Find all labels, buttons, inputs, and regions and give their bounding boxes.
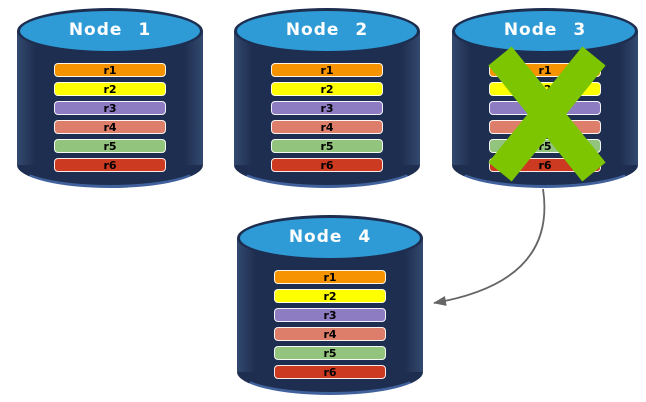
record-list: r1 r2 r3 r4 r5 r6: [271, 63, 383, 172]
record-label: r3: [323, 308, 337, 322]
record-r1: r1: [271, 63, 383, 77]
record-r4: r4: [54, 120, 166, 134]
record-label: r2: [320, 82, 334, 96]
node-3-cylinder: Node 3 r1 r2 r3 r4 r5 r6: [452, 8, 638, 188]
record-r6: r6: [274, 365, 386, 379]
record-r2: r2: [271, 82, 383, 96]
record-label: r2: [103, 82, 117, 96]
node-title: Node 1: [68, 20, 152, 40]
record-r5: r5: [274, 346, 386, 360]
record-r1: r1: [274, 270, 386, 284]
record-r6: r6: [271, 158, 383, 172]
record-r6: r6: [54, 158, 166, 172]
cylinder-top: Node 3: [452, 8, 638, 54]
cylinder-top: Node 1: [17, 8, 203, 54]
node-1-cylinder: Node 1 r1 r2 r3 r4 r5 r6: [17, 8, 203, 188]
record-label: r3: [320, 101, 334, 115]
cylinder-top: Node 4: [237, 215, 423, 261]
record-label: r5: [320, 139, 334, 153]
record-r4: r4: [271, 120, 383, 134]
record-label: r6: [103, 158, 117, 172]
cylinder-top: Node 2: [234, 8, 420, 54]
record-label: r1: [103, 63, 117, 77]
record-r5: r5: [54, 139, 166, 153]
node-title: Node 4: [288, 227, 372, 247]
record-label: r5: [103, 139, 117, 153]
record-list: r1 r2 r3 r4 r5 r6: [54, 63, 166, 172]
record-label: r5: [538, 139, 552, 153]
record-label: r6: [320, 158, 334, 172]
record-r2: r2: [274, 289, 386, 303]
record-r5: r5: [271, 139, 383, 153]
record-label: r4: [103, 120, 117, 134]
record-label: r2: [323, 289, 337, 303]
node-title: Node 3: [503, 20, 587, 40]
record-label: r1: [538, 63, 552, 77]
record-label: r6: [538, 158, 552, 172]
record-r3: r3: [271, 101, 383, 115]
node-4-cylinder: Node 4 r1 r2 r3 r4 r5 r6: [237, 215, 423, 395]
failure-x-icon: [488, 46, 606, 182]
record-label: r5: [323, 346, 337, 360]
record-label: r1: [320, 63, 334, 77]
record-r3: r3: [274, 308, 386, 322]
record-label: r1: [323, 270, 337, 284]
node-2-cylinder: Node 2 r1 r2 r3 r4 r5 r6: [234, 8, 420, 188]
record-label: r3: [103, 101, 117, 115]
record-r3: r3: [54, 101, 166, 115]
record-label: r4: [320, 120, 334, 134]
record-r1: r1: [54, 63, 166, 77]
record-r4: r4: [274, 327, 386, 341]
record-list: r1 r2 r3 r4 r5 r6: [274, 270, 386, 379]
record-r2: r2: [54, 82, 166, 96]
record-label: r4: [323, 327, 337, 341]
node-title: Node 2: [285, 20, 369, 40]
record-label: r6: [323, 365, 337, 379]
